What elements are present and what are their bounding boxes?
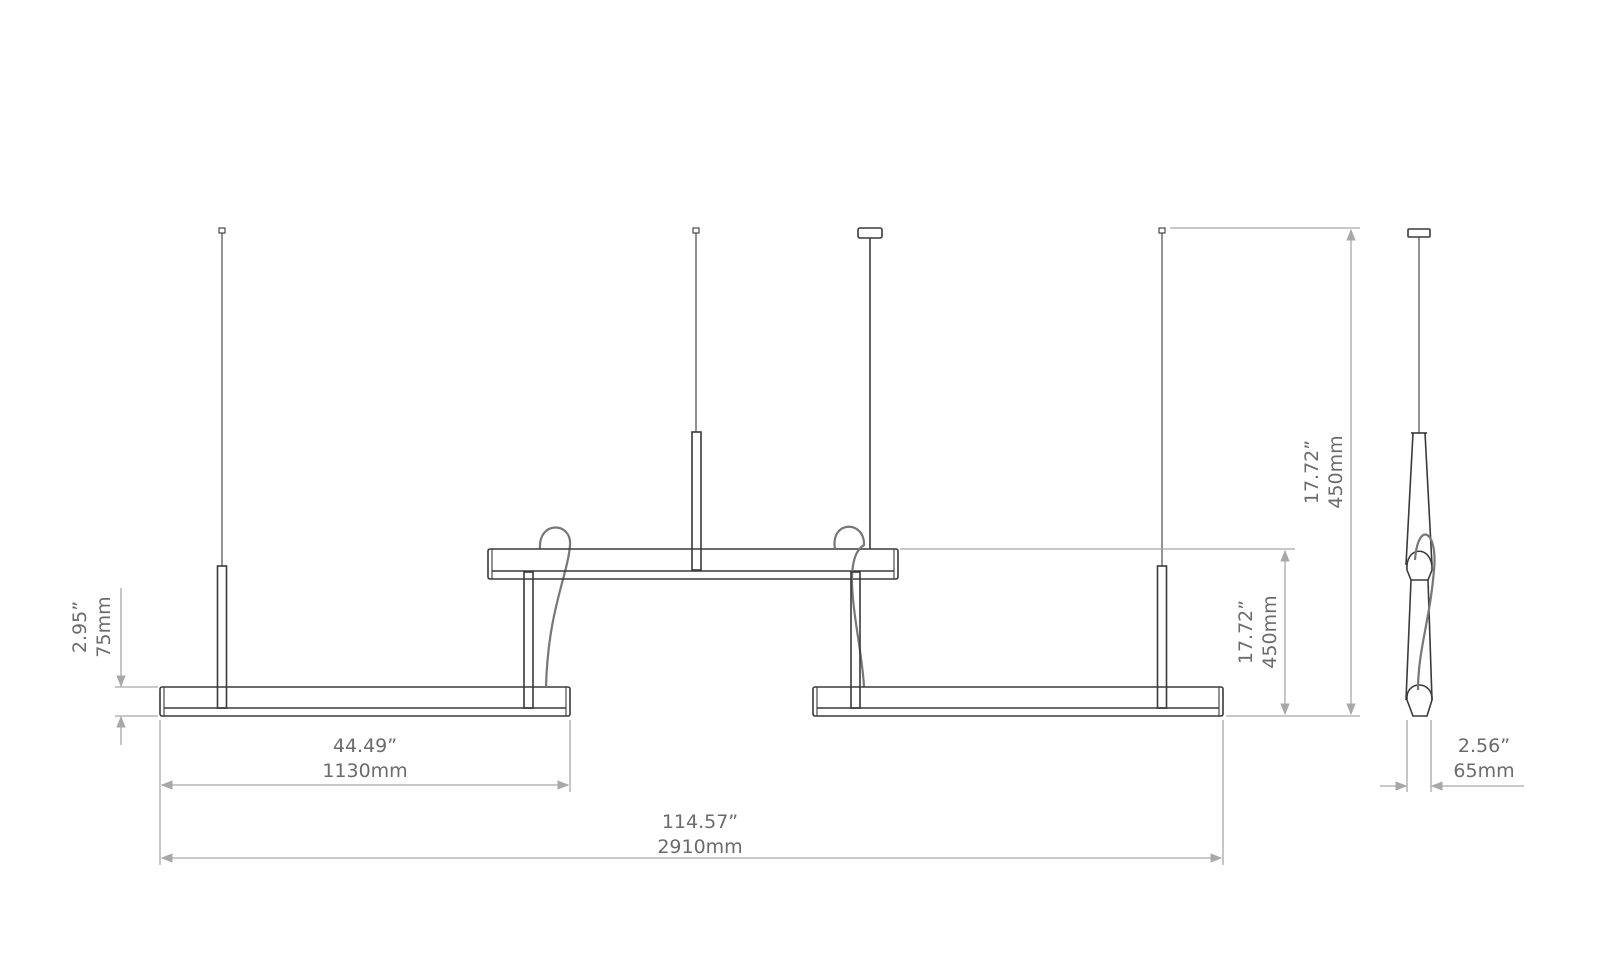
left-connector-leg: [523, 571, 534, 709]
side-width-inches: 2.56”: [1458, 735, 1510, 757]
side-view: [1405, 228, 1436, 717]
right-connector-leg: [850, 571, 861, 709]
center-suspension: [691, 227, 702, 571]
bar-height-mm: 75mm: [93, 596, 115, 657]
suspension-height-inches: 17.72”: [1301, 440, 1323, 504]
total-length-inches: 114.57”: [662, 811, 738, 833]
left-suspension: [216, 227, 228, 709]
dimension-side-width: 2.56” 65mm: [1380, 720, 1524, 792]
dimension-total-length: 114.57” 2910mm: [159, 720, 1224, 865]
canopy-power: [857, 227, 883, 549]
dimension-tier-offset: 17.72” 450mm: [900, 548, 1295, 717]
total-length-mm: 2910mm: [657, 836, 742, 858]
center-light-bar: [487, 548, 899, 580]
left-light-bar: [159, 686, 571, 717]
suspension-height-mm: 450mm: [1325, 435, 1347, 508]
dimension-bar-height: 2.95” 75mm: [69, 588, 158, 745]
right-suspension: [1156, 227, 1168, 709]
tier-offset-inches: 17.72”: [1235, 600, 1257, 664]
dimension-suspension-height: 17.72” 450mm: [1170, 227, 1360, 717]
dimension-bar-length: 44.49” 1130mm: [159, 720, 571, 792]
bar-length-inches: 44.49”: [333, 735, 397, 757]
right-light-bar: [812, 686, 1224, 717]
front-view: [159, 227, 1224, 717]
left-cable: [538, 526, 572, 688]
tier-offset-mm: 450mm: [1259, 595, 1281, 668]
bar-height-inches: 2.95”: [69, 601, 91, 653]
side-width-mm: 65mm: [1453, 760, 1514, 782]
bar-length-mm: 1130mm: [322, 760, 407, 782]
right-cable: [833, 525, 866, 688]
